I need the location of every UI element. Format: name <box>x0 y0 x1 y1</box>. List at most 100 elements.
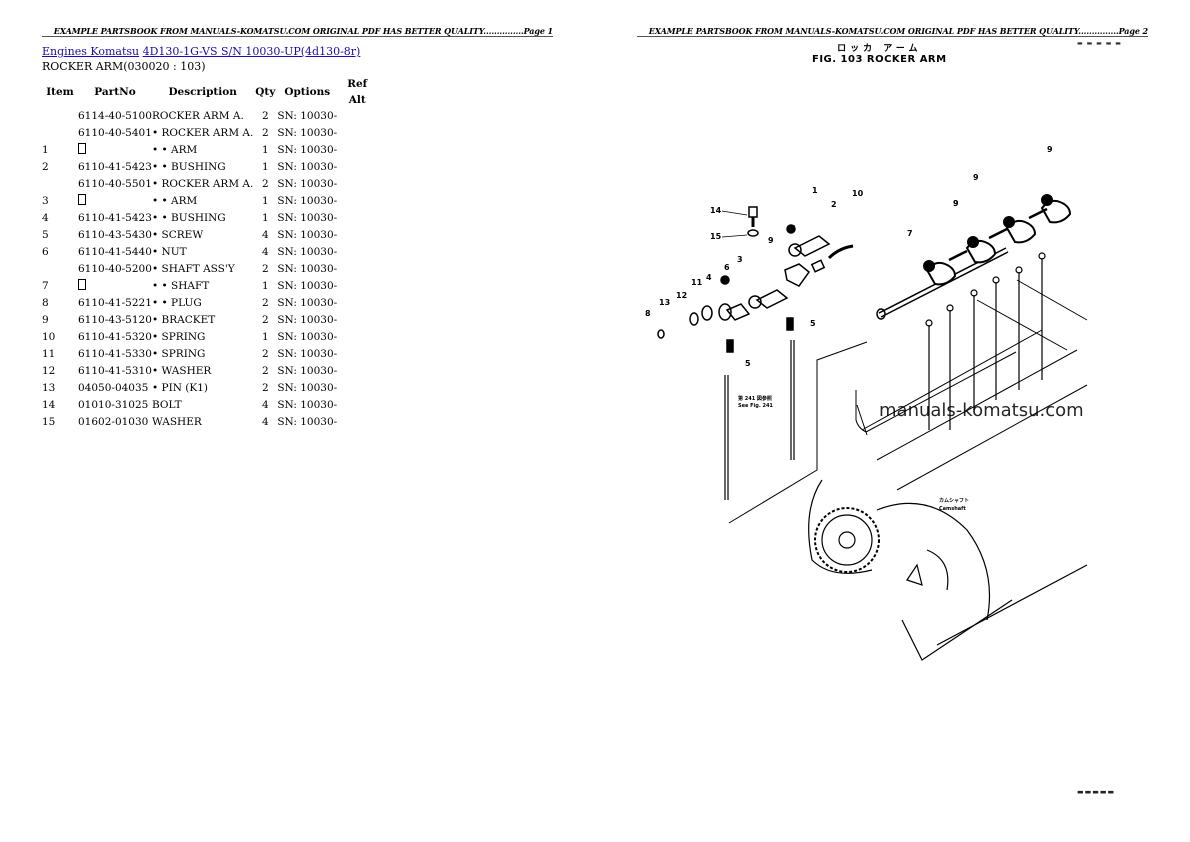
ref-alt <box>337 159 377 176</box>
ref-alt <box>337 142 377 159</box>
description: • • PLUG <box>152 297 202 309</box>
timing-gear <box>808 479 1088 661</box>
options: SN: 10030- <box>277 331 338 343</box>
ref-alt <box>337 380 377 397</box>
col-header-options: Options <box>284 86 331 98</box>
quantity: 4 <box>262 399 269 411</box>
quantity: 4 <box>262 416 269 428</box>
options: SN: 10030- <box>277 144 338 156</box>
quantity: 2 <box>262 297 269 309</box>
quantity: 2 <box>262 110 269 122</box>
svg-text:2: 2 <box>831 200 837 209</box>
description: • ROCKER ARM A. <box>152 178 254 190</box>
rocker-arm-parts <box>657 206 854 353</box>
ref-alt <box>337 278 377 295</box>
figure-title: ロッカ アーム FIG. 103 ROCKER ARM <box>812 44 947 65</box>
ref-alt <box>337 108 377 125</box>
svg-text:9: 9 <box>768 236 774 245</box>
ref-alt <box>337 125 377 142</box>
breadcrumb-link-model[interactable]: 4D130-1G-VS S/N 10030-UP(4d130-8r) <box>142 45 361 58</box>
part-number: 6110-41-5423 <box>78 161 152 173</box>
options: SN: 10030- <box>277 280 338 292</box>
svg-text:3: 3 <box>737 255 743 264</box>
breadcrumb: Engines Komatsu 4D130-1G-VS S/N 10030-UP… <box>42 45 360 59</box>
quantity: 1 <box>262 195 269 207</box>
svg-text:5: 5 <box>810 319 816 328</box>
part-number: 6110-41-5310 <box>78 365 152 377</box>
description: • ROCKER ARM A. <box>152 127 254 139</box>
part-number: 6110-43-5430 <box>78 229 152 241</box>
part-number <box>78 193 152 210</box>
watermark: manuals-komatsu.com <box>879 400 1084 421</box>
options: SN: 10030- <box>277 297 338 309</box>
svg-text:1: 1 <box>812 186 818 195</box>
ref-alt <box>337 244 377 261</box>
quantity: 2 <box>262 314 269 326</box>
quantity: 2 <box>262 382 269 394</box>
valve-pushrods <box>925 252 1046 430</box>
quantity: 1 <box>262 212 269 224</box>
description: BOLT <box>152 399 182 411</box>
options: SN: 10030- <box>277 110 338 122</box>
ref-alt <box>337 414 377 431</box>
item-number: 3 <box>42 195 49 207</box>
item-number: 2 <box>42 161 49 173</box>
missing-glyph-icon <box>78 194 86 205</box>
svg-text:See Fig. 241: See Fig. 241 <box>738 403 773 409</box>
part-number: 6110-41-5320 <box>78 331 152 343</box>
svg-text:6: 6 <box>724 263 730 272</box>
options: SN: 10030- <box>277 212 338 224</box>
description: • SCREW <box>152 229 204 241</box>
quantity: 1 <box>262 161 269 173</box>
item-number: 9 <box>42 314 49 326</box>
part-number: 6110-41-5221 <box>78 297 152 309</box>
part-number: 6110-41-5423 <box>78 212 152 224</box>
svg-text:カムシャフト: カムシャフト <box>939 497 969 504</box>
options: SN: 10030- <box>277 348 338 360</box>
svg-text:12: 12 <box>676 291 687 300</box>
part-number: 01010-31025 <box>78 399 149 411</box>
figure-notes: 第 241 図参照 See Fig. 241 カムシャフト Camshaft <box>738 395 969 512</box>
options: SN: 10030- <box>277 416 338 428</box>
options: SN: 10030- <box>277 178 338 190</box>
ref-alt <box>337 227 377 244</box>
ref-alt <box>337 176 377 193</box>
quantity: 2 <box>262 365 269 377</box>
item-number: 14 <box>42 399 56 411</box>
item-number: 6 <box>42 246 49 258</box>
svg-text:9: 9 <box>953 199 959 208</box>
quantity: 1 <box>262 144 269 156</box>
svg-text:11: 11 <box>691 278 703 287</box>
ref-alt <box>337 346 377 363</box>
item-number: 10 <box>42 331 56 343</box>
svg-text:第 241 図参照: 第 241 図参照 <box>738 395 772 402</box>
svg-text:10: 10 <box>852 189 864 198</box>
options: SN: 10030- <box>277 246 338 258</box>
svg-text:13: 13 <box>659 298 670 307</box>
item-number: 7 <box>42 280 49 292</box>
missing-glyph-icon <box>78 143 86 154</box>
breadcrumb-link-engines-komatsu[interactable]: Engines Komatsu <box>42 45 140 58</box>
part-number: 6110-40-5401 <box>78 127 152 139</box>
svg-text:14: 14 <box>710 206 722 215</box>
options: SN: 10030- <box>277 127 338 139</box>
item-number <box>42 108 78 125</box>
svg-text:15: 15 <box>710 232 722 241</box>
ref-alt <box>337 193 377 210</box>
callout-labels: 14 15 6 1 2 10 7 9 3 6 4 11 12 13 8 5 5 … <box>645 145 1053 368</box>
description: • • ARM <box>152 195 198 207</box>
description: • • ARM <box>152 144 198 156</box>
part-number: 6110-40-5200 <box>78 263 152 275</box>
col-header-ref-alt: Ref Alt <box>347 78 368 106</box>
part-number: 04050-04035 <box>78 382 149 394</box>
